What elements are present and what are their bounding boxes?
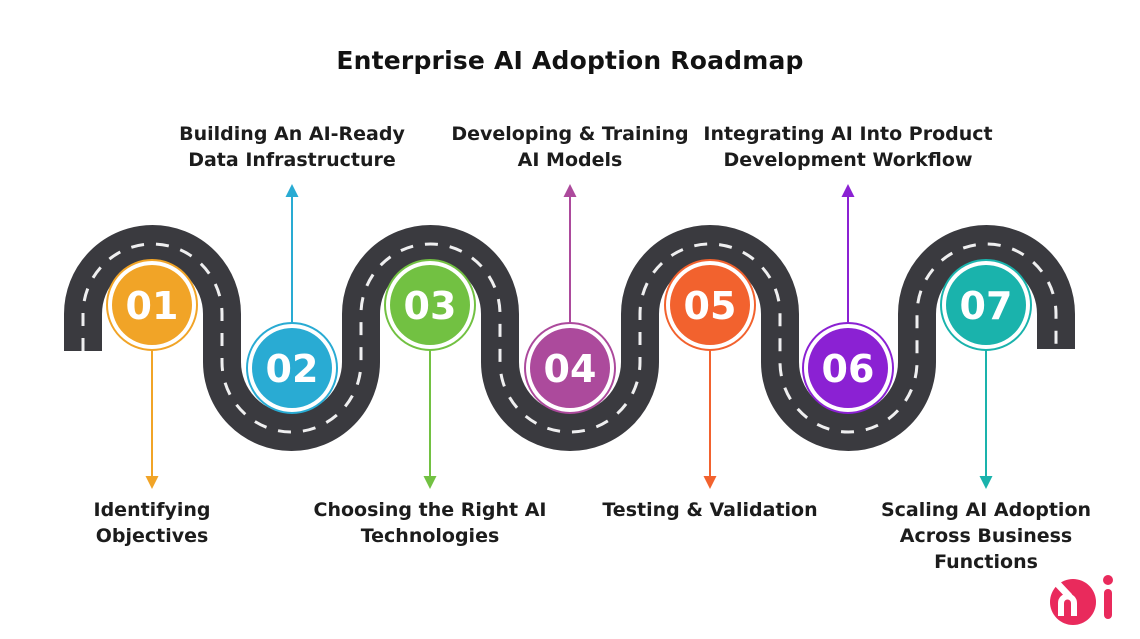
step-number: 04 — [544, 347, 597, 391]
step-label-line: Technologies — [360, 525, 500, 547]
page-title: Enterprise AI Adoption Roadmap — [336, 46, 804, 75]
step-number: 03 — [404, 284, 457, 328]
step-circle — [252, 328, 332, 408]
road-center-dashes — [81, 242, 1058, 434]
step-label-line: Across Business — [899, 525, 1073, 547]
arrow-up-icon — [563, 184, 577, 197]
step-circle — [808, 328, 888, 408]
step-circle — [670, 265, 750, 345]
logo-gap — [1050, 576, 1073, 600]
step-label-line: Testing & Validation — [602, 499, 818, 521]
step-label-line: Objectives — [95, 525, 209, 547]
step-label-07: Scaling AI Adoption Across Business Func… — [881, 497, 1091, 575]
step-label-01: Identifying Objectives — [94, 497, 211, 549]
step-node-03: 03 — [384, 259, 476, 489]
step-node-05: 05 — [664, 259, 756, 489]
step-label-04: Developing & Training AI Models — [451, 121, 688, 173]
step-circle — [530, 328, 610, 408]
step-circle — [112, 265, 192, 345]
step-node-04: 04 — [524, 184, 616, 414]
step-node-07: 07 — [940, 259, 1032, 489]
step-node-01: 01 — [106, 259, 198, 489]
step-label-02: Building An AI-Ready Data Infrastructure — [179, 121, 405, 173]
arrow-down-icon — [979, 476, 993, 489]
step-label-06: Integrating AI Into Product Development … — [703, 121, 992, 173]
step-number: 01 — [126, 284, 179, 328]
step-label-line: Scaling AI Adoption — [880, 499, 1092, 521]
step-label-line: Integrating AI Into Product — [703, 123, 993, 145]
step-label-line: Functions — [934, 551, 1038, 573]
step-label-line: Choosing the Right AI — [313, 499, 547, 521]
logo-m-shape — [1058, 593, 1077, 616]
step-label-line: Development Workflow — [723, 149, 973, 171]
step-number: 05 — [684, 284, 737, 328]
step-label-line: AI Models — [517, 149, 623, 171]
step-number: 07 — [960, 284, 1013, 328]
arrow-down-icon — [703, 476, 717, 489]
step-label-03: Choosing the Right AI Technologies — [314, 497, 547, 549]
step-label-05: Testing & Validation — [602, 497, 817, 523]
arrow-up-icon — [841, 184, 855, 197]
step-label-line: Data Infrastructure — [188, 149, 396, 171]
step-label-line: Identifying — [93, 499, 211, 521]
step-number: 06 — [822, 347, 875, 391]
step-label-line: Building An AI-Ready — [179, 123, 405, 145]
step-circle — [946, 265, 1026, 345]
arrow-down-icon — [423, 476, 437, 489]
arrow-up-icon — [285, 184, 299, 197]
step-circle — [390, 265, 470, 345]
step-node-06: 06 — [802, 184, 894, 414]
cmi-logo — [1050, 575, 1113, 625]
step-number: 02 — [266, 347, 319, 391]
step-label-line: Developing & Training — [451, 123, 689, 145]
step-node-02: 02 — [246, 184, 338, 414]
arrow-down-icon — [145, 476, 159, 489]
